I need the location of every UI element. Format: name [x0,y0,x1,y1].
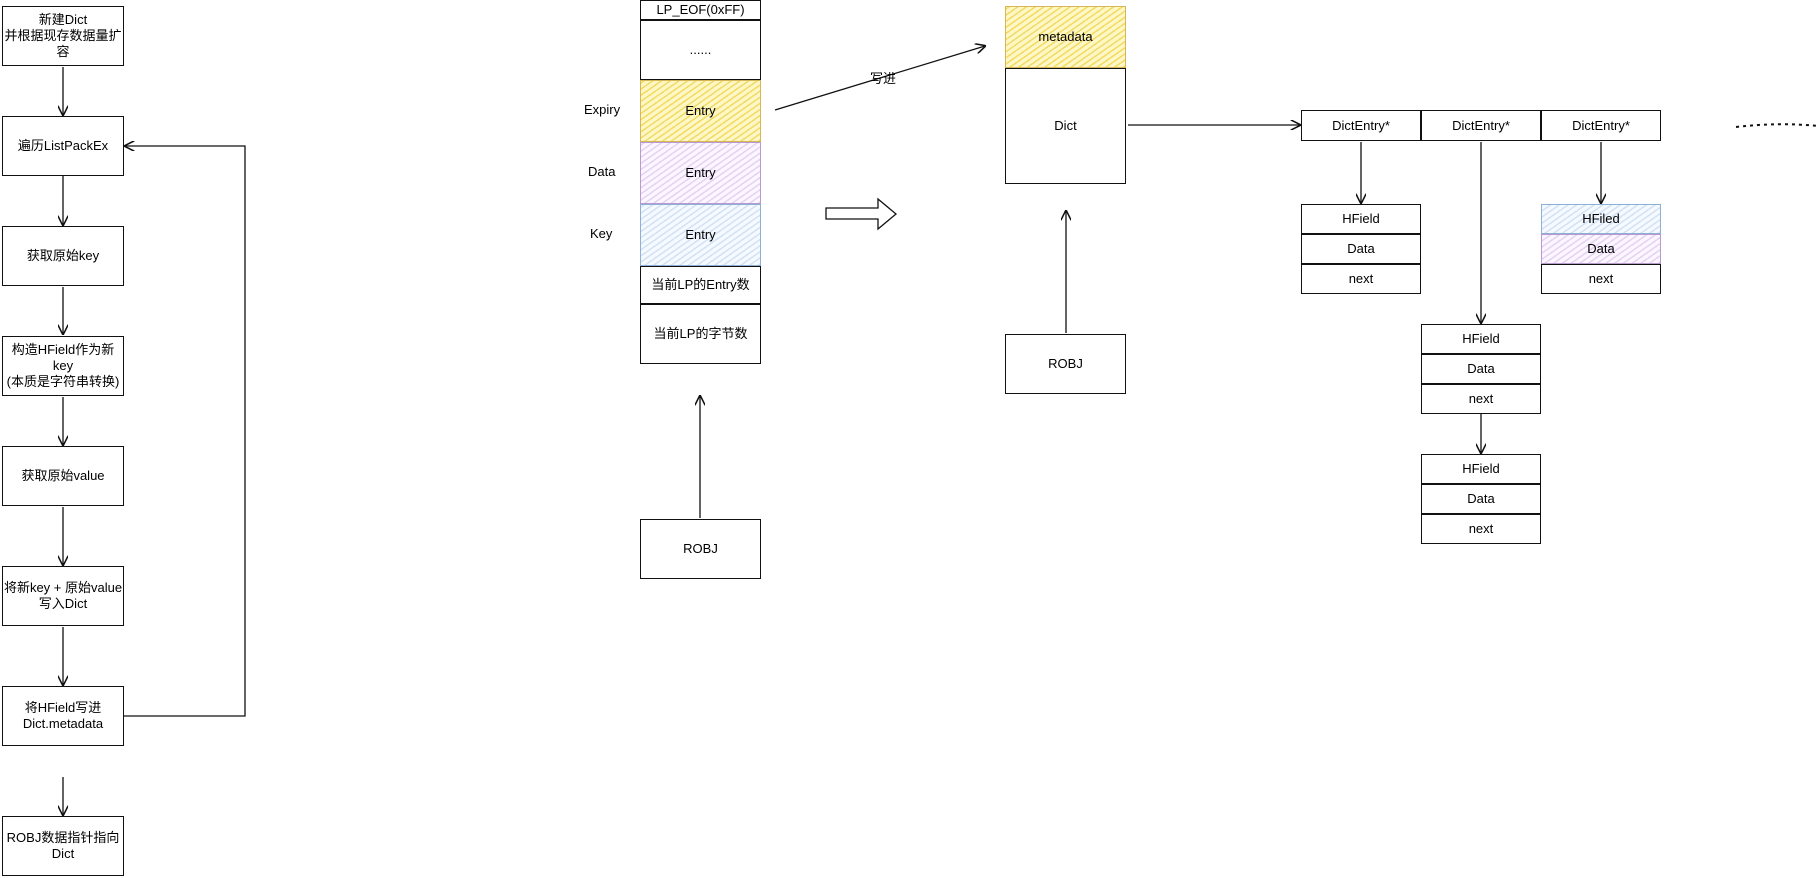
chain-hfield: HField [1301,204,1421,234]
expiry-label: Expiry [584,102,621,117]
listpack-expiry-entry: Entry [640,80,761,142]
listpack-byte-count: 当前LP的字节数 [640,304,761,364]
dictentry-header: DictEntry* [1541,110,1661,141]
chain-next: next [1541,264,1661,294]
chain-data: Data [1421,354,1541,384]
transform-arrow [825,197,898,231]
chain-hfield: HField [1421,454,1541,484]
listpack-data-entry: Entry [640,142,761,204]
listpack-robj: ROBJ [640,519,761,579]
dict-body: Dict [1005,68,1126,184]
flow-step-robj-pointer: ROBJ数据指针指向 Dict [2,816,124,876]
dict-metadata: metadata [1005,6,1126,68]
flow-step-write-dict: 将新key + 原始value 写入Dict [2,566,124,626]
chain-data: Data [1301,234,1421,264]
dictentry-header: DictEntry* [1421,110,1541,141]
write-label: 写进 [870,71,897,86]
dictentry-header: DictEntry* [1301,110,1421,141]
key-label: Key [590,226,613,241]
chain-next: next [1301,264,1421,294]
flow-step-get-key: 获取原始key [2,226,124,286]
loop-back-arrow [123,146,246,717]
flow-step-build-hfield: 构造HField作为新key (本质是字符串转换) [2,336,124,396]
listpack-eof-cell: LP_EOF(0xFF) [640,0,761,20]
listpack-key-entry: Entry [640,204,761,266]
listpack-entry-count: 当前LP的Entry数 [640,266,761,304]
chain-hfield: HField [1421,324,1541,354]
write-arrow [774,46,985,111]
chain-data: Data [1421,484,1541,514]
listpack-ellipsis-cell: ...... [640,20,761,80]
flow-step-iterate: 遍历ListPackEx [2,116,124,176]
continuation-dots [1735,123,1818,128]
flow-step-write-metadata: 将HField写进 Dict.metadata [2,686,124,746]
chain-hfield-colored: HFiled [1541,204,1661,234]
data-label: Data [588,164,616,179]
chain-data-colored: Data [1541,234,1661,264]
chain-next: next [1421,514,1541,544]
flow-step-new-dict: 新建Dict 并根据现存数据量扩容 [2,6,124,66]
dict-robj: ROBJ [1005,334,1126,394]
chain-next: next [1421,384,1541,414]
flow-step-get-value: 获取原始value [2,446,124,506]
